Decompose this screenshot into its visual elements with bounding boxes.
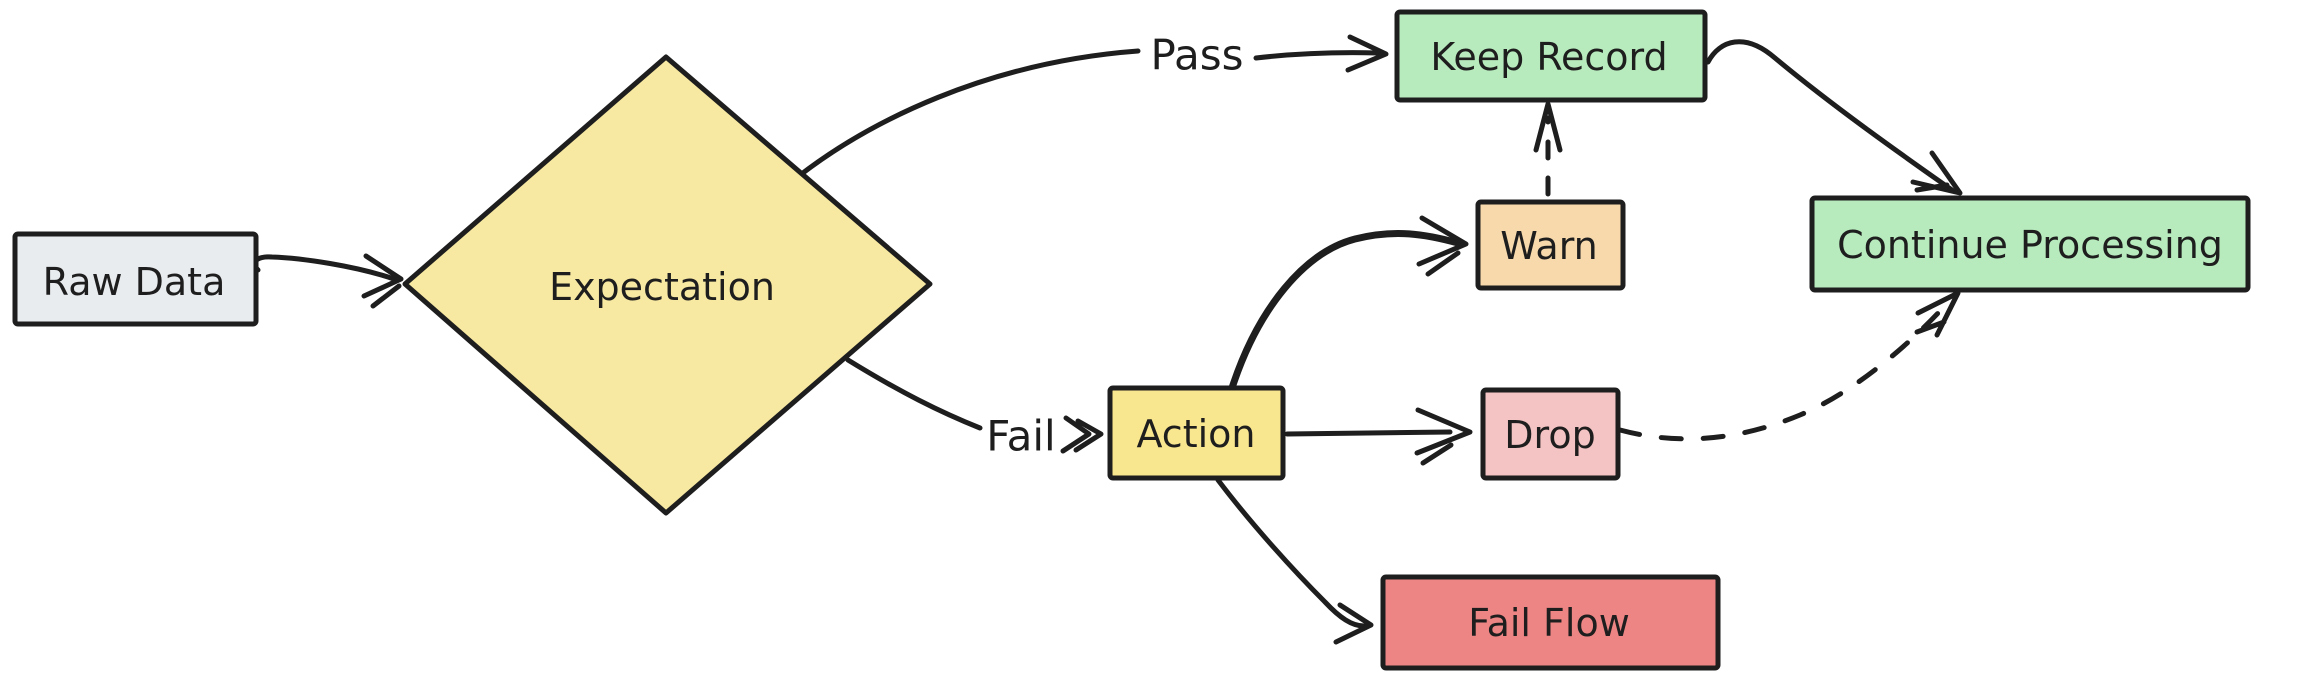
- edge-fail-arrowhead: [1060, 415, 1104, 454]
- edge-label-pass: Pass: [1151, 31, 1244, 80]
- edge-label-fail: Fail: [986, 412, 1055, 461]
- edge-pass-arrowhead: [1345, 34, 1389, 73]
- edge-raw-data-to-expectation[interactable]: [252, 253, 404, 309]
- node-fail-flow-label: Fail Flow: [1468, 601, 1630, 645]
- edge-action-to-drop-line[interactable]: [1284, 429, 1453, 437]
- edge-keep-record-to-continue-line[interactable]: [1705, 39, 1955, 193]
- node-drop[interactable]: Drop: [1480, 387, 1621, 481]
- edge-expectation-to-keep-record[interactable]: Pass: [787, 31, 1389, 186]
- node-expectation-label: Expectation: [549, 265, 775, 309]
- edge-raw-data-to-expectation-arrowhead: [361, 253, 404, 309]
- edge-expectation-to-action[interactable]: Fail: [845, 357, 1104, 461]
- node-keep-record[interactable]: Keep Record: [1394, 9, 1708, 103]
- edge-action-to-fail-flow-arrowhead: [1333, 602, 1374, 645]
- edge-keep-record-to-continue[interactable]: [1705, 39, 1963, 196]
- edge-pass-line-1[interactable]: [787, 48, 1141, 186]
- node-keep-record-label: Keep Record: [1430, 35, 1667, 79]
- node-drop-shape[interactable]: [1480, 387, 1621, 481]
- edge-drop-to-continue-arrowhead: [1914, 290, 1961, 338]
- edge-action-to-fail-flow[interactable]: [1215, 477, 1374, 645]
- node-raw-data-shape[interactable]: [12, 231, 259, 327]
- node-continue-processing-label: Continue Processing: [1837, 223, 2223, 267]
- edge-drop-to-continue-line[interactable]: [1617, 297, 1953, 442]
- node-warn-shape[interactable]: [1475, 199, 1626, 291]
- node-keep-record-shape[interactable]: [1394, 9, 1708, 103]
- node-continue-processing-shape[interactable]: [1809, 195, 2251, 293]
- node-drop-label: Drop: [1504, 413, 1595, 457]
- node-warn-label: Warn: [1500, 224, 1597, 268]
- node-fail-flow-shape[interactable]: [1380, 574, 1721, 671]
- node-expectation[interactable]: Expectation: [402, 54, 933, 516]
- node-expectation-shape[interactable]: [402, 54, 933, 516]
- edge-drop-to-continue[interactable]: [1617, 290, 1961, 442]
- node-warn[interactable]: Warn: [1475, 199, 1626, 291]
- edge-action-to-fail-flow-line[interactable]: [1215, 477, 1367, 629]
- edge-fail-line-1[interactable]: [845, 357, 983, 431]
- edge-action-to-warn-line[interactable]: [1228, 230, 1462, 392]
- node-raw-data-label: Raw Data: [43, 260, 226, 304]
- node-action-shape[interactable]: [1107, 385, 1286, 481]
- edge-action-to-drop-arrowhead: [1414, 407, 1473, 466]
- edge-warn-to-keep-record-arrowhead: [1533, 101, 1563, 153]
- edge-keep-record-to-continue-arrowhead: [1910, 150, 1963, 196]
- node-action[interactable]: Action: [1107, 385, 1286, 481]
- edge-pass-line-2[interactable]: [1253, 50, 1381, 61]
- node-fail-flow[interactable]: Fail Flow: [1380, 574, 1721, 671]
- edge-warn-to-keep-record[interactable]: [1533, 101, 1563, 197]
- node-raw-data[interactable]: Raw Data: [12, 231, 259, 327]
- edge-action-to-warn-arrowhead: [1416, 215, 1469, 277]
- edge-action-to-drop[interactable]: [1284, 407, 1473, 466]
- node-action-label: Action: [1136, 412, 1255, 456]
- edge-action-to-warn[interactable]: [1228, 215, 1469, 392]
- node-continue-processing[interactable]: Continue Processing: [1809, 195, 2251, 293]
